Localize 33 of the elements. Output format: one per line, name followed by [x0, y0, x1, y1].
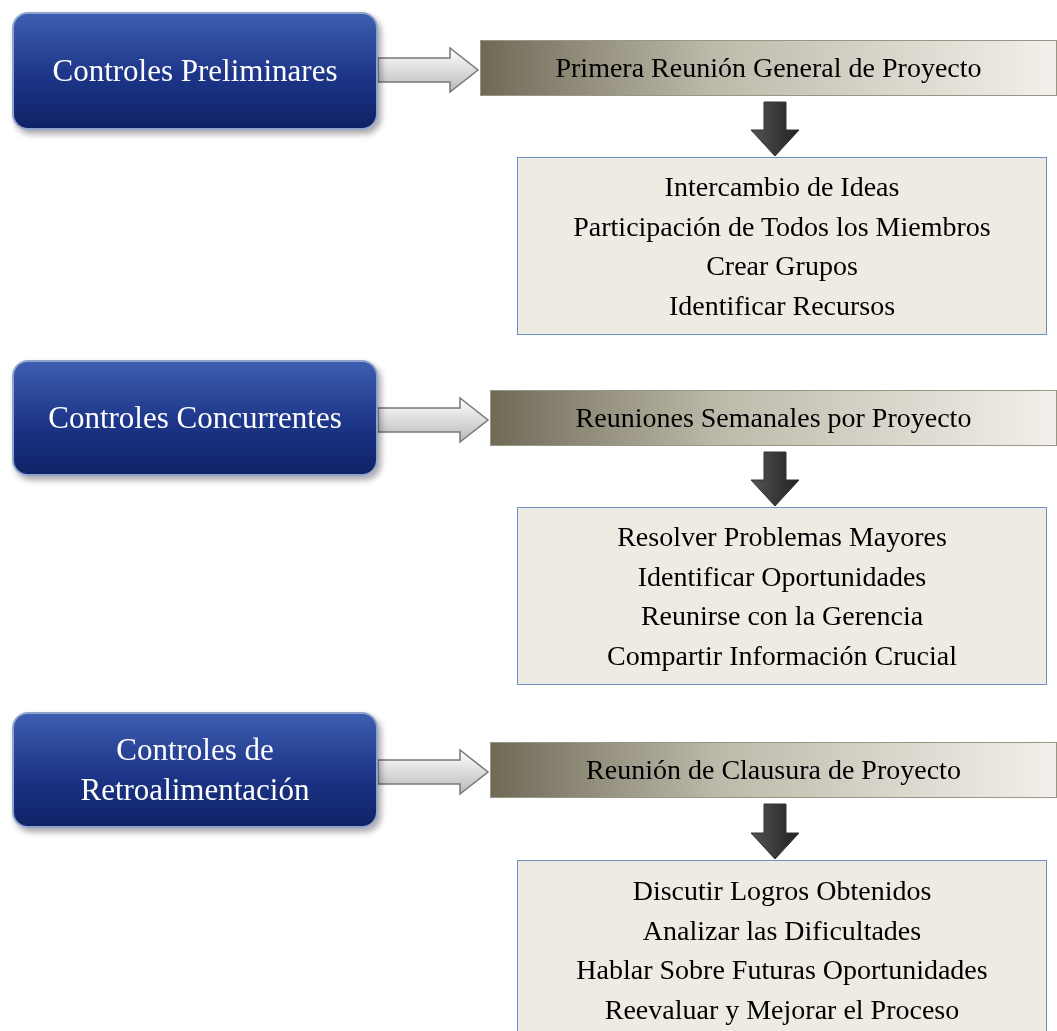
- meeting-title: Reuniones Semanales por Proyecto: [575, 402, 972, 434]
- block-arrow: [750, 101, 800, 157]
- activity-item: Intercambio de Ideas: [664, 170, 900, 204]
- activity-item: Resolver Problemas Mayores: [617, 520, 947, 554]
- meeting-title: Primera Reunión General de Proyecto: [555, 52, 982, 84]
- activity-item: Hablar Sobre Futuras Oportunidades: [576, 953, 988, 987]
- activity-list-box: [517, 157, 1047, 335]
- block-arrow: [750, 451, 800, 507]
- meeting-header-bar: [490, 390, 1057, 446]
- control-stage-box: [12, 712, 378, 828]
- activity-item: Identificar Oportunidades: [637, 559, 927, 594]
- activity-item: Reevaluar y Mejorar el Proceso: [604, 992, 960, 1027]
- activity-item: Identificar Recursos: [668, 288, 896, 323]
- meeting-title: Reunión de Clausura de Proyecto: [586, 754, 961, 786]
- block-arrow: [377, 46, 480, 94]
- block-arrow: [750, 803, 800, 860]
- control-stage-box: [12, 12, 378, 130]
- activity-item: Discutir Logros Obtenidos: [632, 874, 932, 908]
- stage-title: Controles de Retroalimentación: [79, 731, 311, 809]
- block-arrow: [377, 396, 490, 444]
- block-arrow: [377, 748, 490, 796]
- activity-item: Reunirse con la Gerencia: [640, 599, 924, 633]
- meeting-header-bar: [490, 742, 1057, 798]
- activity-item: Analizar las Dificultades: [642, 913, 922, 948]
- stage-title: Controles Concurrentes: [48, 399, 342, 437]
- stage-title: Controles Preliminares: [52, 52, 338, 90]
- activity-list-box: [517, 507, 1047, 685]
- activity-item: Participación de Todos los Miembros: [573, 209, 991, 244]
- activity-item: Compartir Información Crucial: [607, 638, 957, 673]
- meeting-header-bar: [480, 40, 1057, 96]
- control-stage-box: [12, 360, 378, 476]
- activity-item: Crear Grupos: [706, 249, 858, 283]
- activity-list-box: [517, 860, 1047, 1031]
